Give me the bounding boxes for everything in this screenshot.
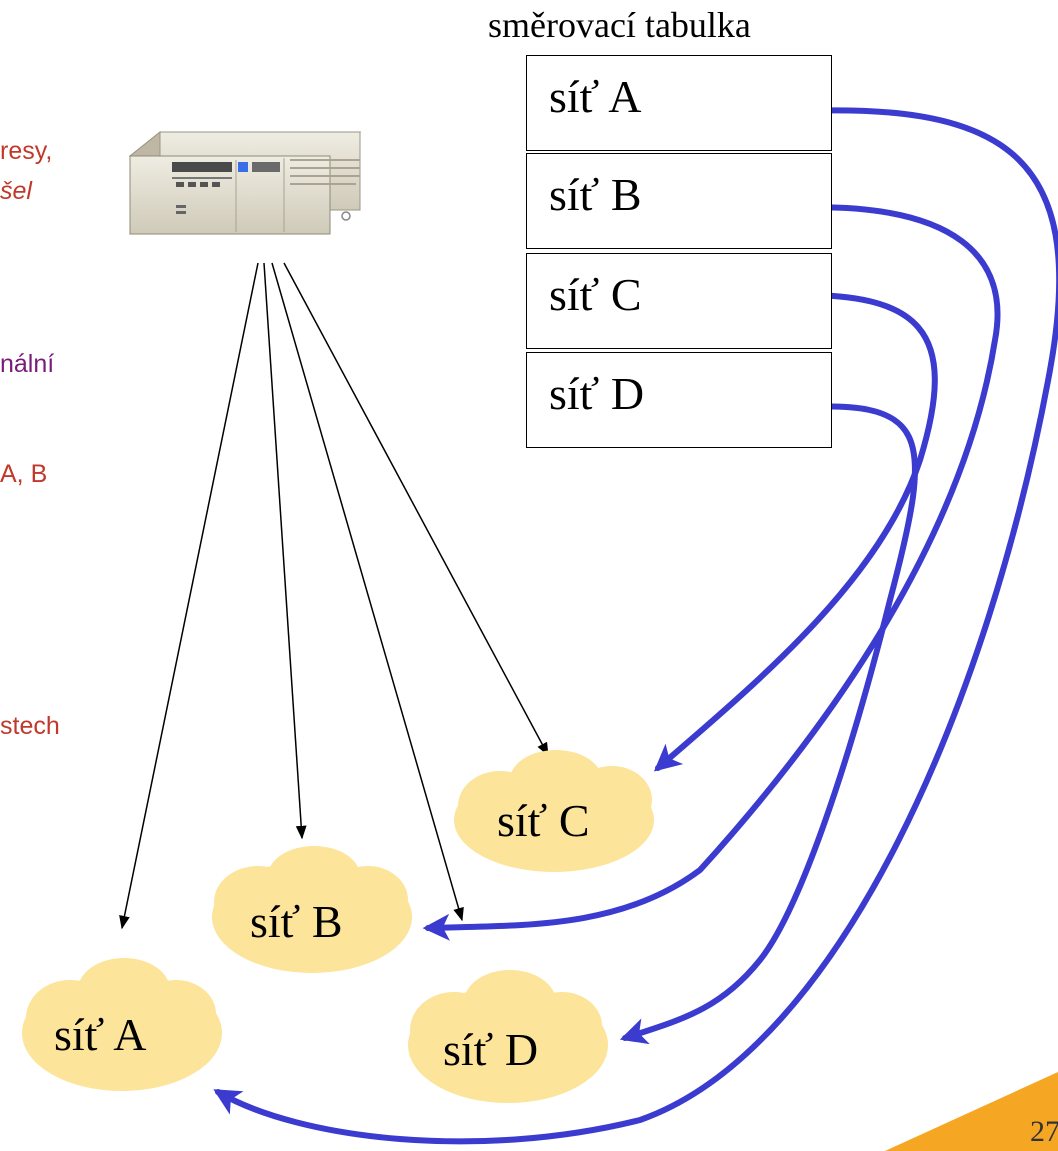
router-icon xyxy=(128,130,362,236)
routing-table-row-label: síť A xyxy=(549,71,642,122)
routing-table-row-b: síť B xyxy=(526,153,832,249)
routing-table-row-d: síť D xyxy=(526,352,832,448)
cloud-net-b xyxy=(212,846,412,973)
page-number: 27 xyxy=(1030,1115,1058,1148)
network-label-b: síť B xyxy=(250,896,343,947)
routing-table-row-label: síť C xyxy=(549,269,642,320)
routing-table-row-c: síť C xyxy=(526,253,832,349)
route-arrow-a xyxy=(213,107,1058,1145)
route-arrows xyxy=(213,107,1058,1145)
left-text-fragment-3: nální xyxy=(0,350,55,378)
link-to-net-a xyxy=(119,262,259,930)
routing-table-title: směrovací tabulka xyxy=(488,5,751,45)
routing-table-row-label: síť B xyxy=(549,169,642,220)
link-to-net-d xyxy=(271,262,464,922)
routing-table-row-label: síť D xyxy=(549,368,645,419)
route-arrow-d xyxy=(619,403,918,1045)
cloud-net-a xyxy=(22,958,222,1091)
network-label-c: síť C xyxy=(497,795,590,846)
cloud-net-d xyxy=(408,970,608,1103)
left-text-fragment-4: A, B xyxy=(0,460,48,488)
left-text-fragment-2: šel xyxy=(0,177,32,205)
corner-triangle xyxy=(885,1072,1058,1151)
routing-table-row-a: síť A xyxy=(526,55,832,151)
left-text-fragment-1: resy, xyxy=(0,137,53,165)
left-text-fragment-5: stech xyxy=(0,712,60,740)
router-links xyxy=(119,262,549,930)
network-label-d: síť D xyxy=(443,1024,539,1075)
link-to-net-b xyxy=(263,262,307,840)
cloud-net-c xyxy=(454,750,654,872)
link-to-net-c xyxy=(283,262,549,757)
network-label-a: síť A xyxy=(54,1009,147,1060)
